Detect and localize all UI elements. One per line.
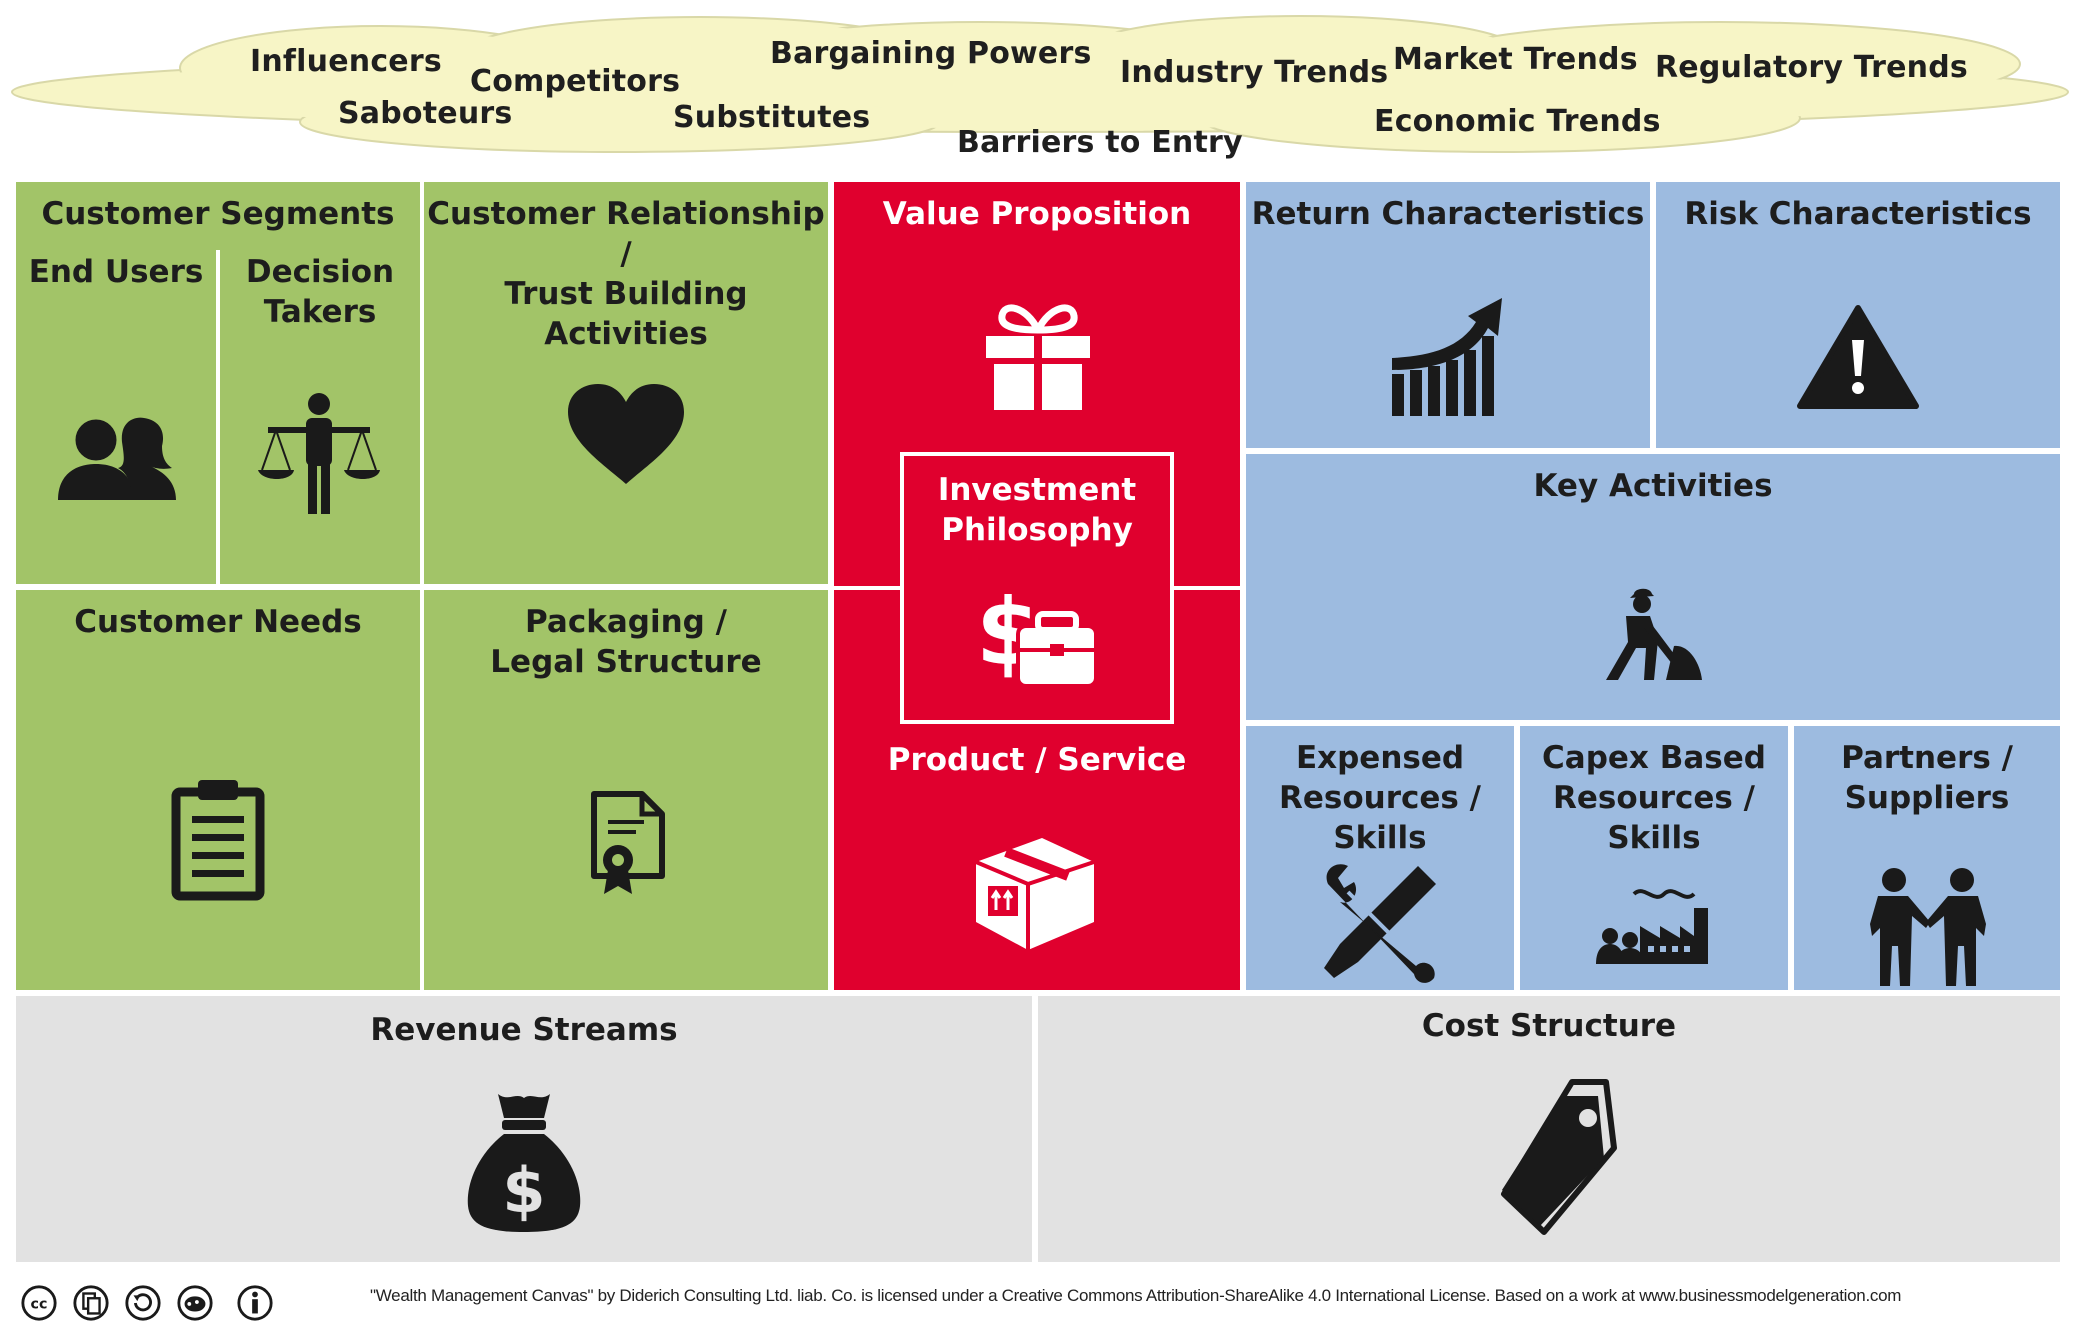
factor-influencers: Influencers [250, 44, 442, 79]
key-activities-title: Key Activities [1533, 468, 1773, 504]
customer-relationship-block: Customer Relationship / Trust Building A… [424, 182, 828, 584]
heart-icon [568, 384, 684, 484]
expensed-resources-block: Expensed Resources / Skills [1246, 726, 1514, 990]
value-proposition-title: Value Proposition [882, 196, 1192, 232]
svg-text:$: $ [502, 1154, 545, 1227]
users-icon [58, 416, 176, 500]
revenue-streams-block: Revenue Streams $ [16, 996, 1032, 1262]
scales-icon [258, 393, 380, 514]
decision-takers-label: Decision Takers [245, 254, 395, 330]
product-service-title: Product / Service [887, 742, 1187, 778]
customer-needs-title: Customer Needs [74, 604, 362, 640]
expensed-resources-title: Expensed Resources / Skills [1279, 740, 1481, 856]
return-characteristics-title: Return Characteristics [1251, 196, 1645, 232]
worker-icon [1606, 588, 1702, 680]
end-users-label: End Users [28, 254, 204, 290]
investment-philosophy-box: Investment Philosophy $ [900, 452, 1174, 724]
key-activities-block: Key Activities [1246, 454, 2060, 720]
growth-chart-icon [1392, 298, 1502, 416]
factor-economic-trends: Economic Trends [1374, 104, 1661, 139]
factor-substitutes: Substitutes [673, 100, 871, 135]
divider-right [1172, 586, 1240, 590]
factor-competitors: Competitors [470, 64, 681, 99]
attribution-icon [237, 1285, 273, 1321]
factor-industry-trends: Industry Trends [1120, 55, 1389, 90]
handshake-icon [1870, 868, 1986, 986]
packaging-block: Packaging / Legal Structure [424, 590, 828, 990]
factory-icon [1596, 889, 1708, 964]
dollar-briefcase-icon: $ [976, 582, 1098, 688]
revenue-streams-title: Revenue Streams [370, 1012, 678, 1048]
share-alike-icon [125, 1285, 161, 1321]
factor-bargaining-powers: Bargaining Powers [770, 36, 1092, 71]
factor-saboteurs: Saboteurs [338, 96, 513, 131]
value-proposition-block: Value Proposition Investment Philosophy … [834, 182, 1240, 990]
capex-resources-title: Capex Based Resources / Skills [1542, 740, 1766, 856]
price-tag-icon [1501, 1079, 1617, 1235]
gift-icon [986, 304, 1090, 410]
partners-title: Partners / Suppliers [1841, 740, 2013, 816]
investment-philosophy-title: Investment Philosophy [937, 472, 1137, 548]
cc-icon: cc [21, 1285, 57, 1321]
factor-market-trends: Market Trends [1393, 42, 1638, 77]
cost-structure-block: Cost Structure [1038, 996, 2060, 1262]
money-bag-icon: $ [467, 1094, 581, 1232]
customer-relationship-title: Customer Relationship / Trust Building A… [427, 196, 825, 352]
clipboard-icon [171, 780, 265, 901]
noncommercial-icon [177, 1285, 213, 1321]
factor-barriers-to-entry: Barriers to Entry [957, 125, 1243, 160]
risk-characteristics-block: Risk Characteristics [1656, 182, 2060, 448]
factor-regulatory-trends: Regulatory Trends [1655, 50, 1968, 85]
capex-resources-block: Capex Based Resources / Skills [1520, 726, 1788, 990]
customer-needs-block: Customer Needs [16, 590, 420, 990]
customer-segments-block: Customer Segments End Users Decision Tak… [16, 182, 420, 584]
copy-icon [73, 1285, 109, 1321]
license-text: "Wealth Management Canvas" by Diderich C… [370, 1286, 1902, 1305]
return-characteristics-block: Return Characteristics [1246, 182, 1650, 448]
certificate-icon [591, 791, 665, 894]
tools-icon [1324, 864, 1436, 983]
segment-divider [216, 250, 220, 584]
cost-structure-title: Cost Structure [1421, 1008, 1677, 1044]
warning-icon [1797, 305, 1919, 409]
partners-block: Partners / Suppliers [1794, 726, 2060, 990]
risk-characteristics-title: Risk Characteristics [1684, 196, 2032, 232]
customer-segments-title: Customer Segments [41, 196, 395, 232]
divider-left [834, 586, 902, 590]
environment-cloud [11, 15, 2069, 153]
packaging-title: Packaging / Legal Structure [490, 604, 762, 680]
svg-text:cc: cc [31, 1297, 48, 1313]
box-icon [975, 838, 1095, 950]
